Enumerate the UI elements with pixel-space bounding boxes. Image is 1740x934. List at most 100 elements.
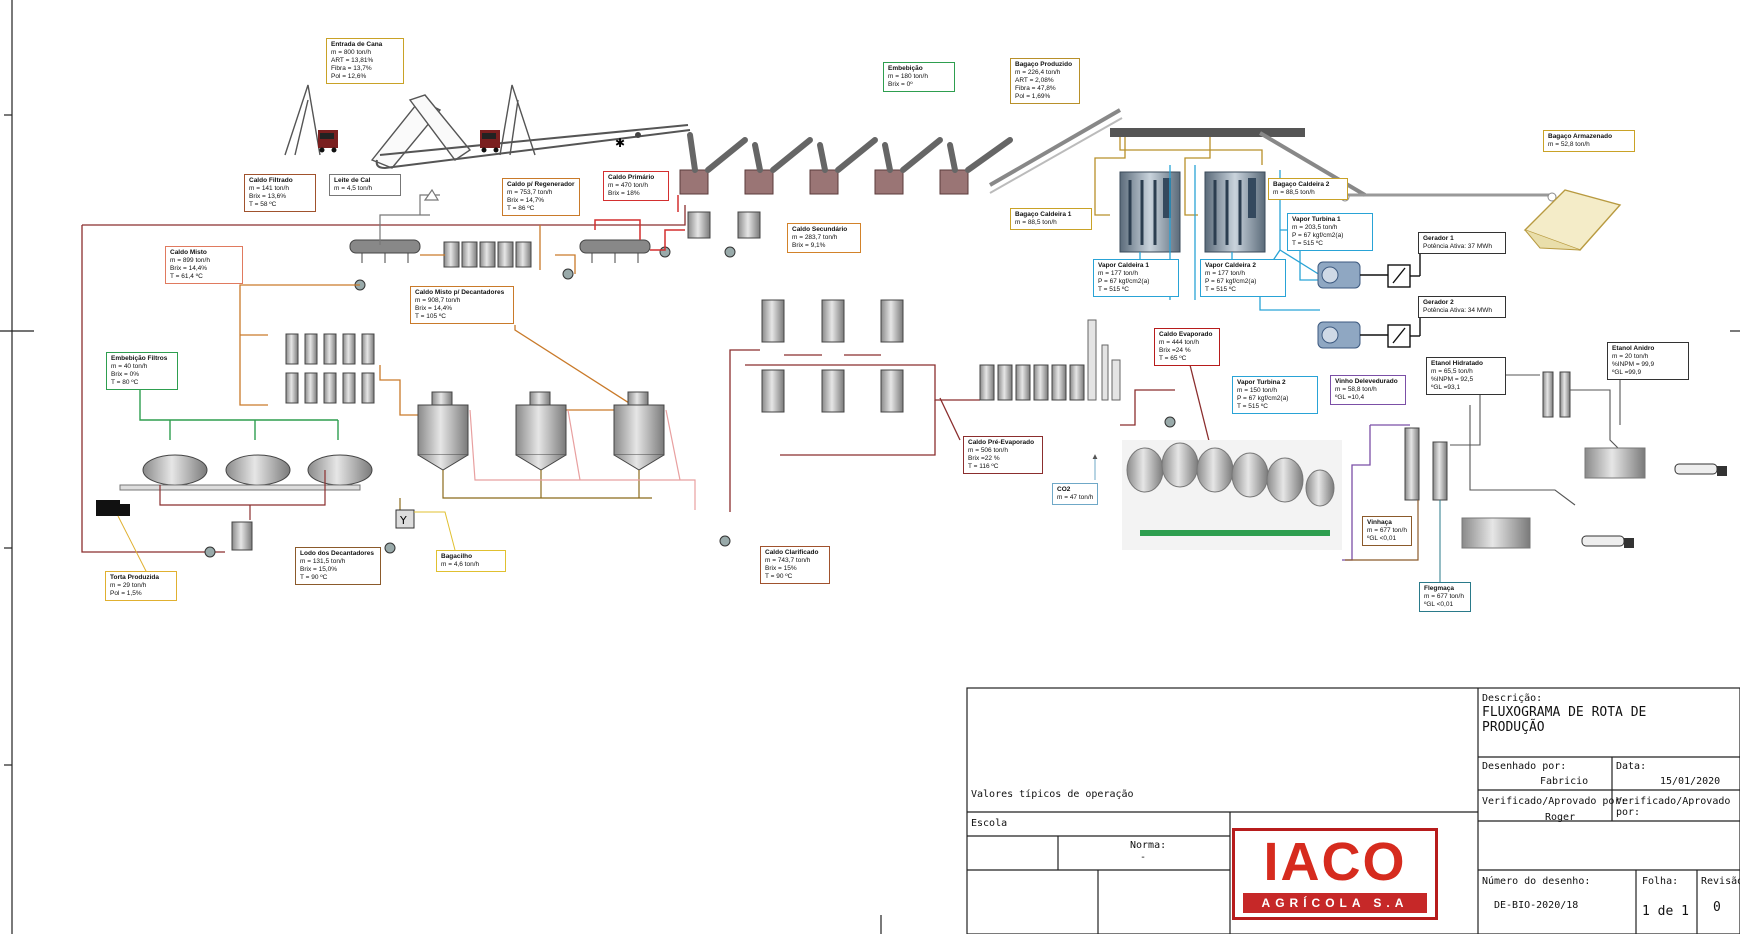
data-label: Data: bbox=[1616, 761, 1646, 772]
data-value: 15/01/2020 bbox=[1660, 776, 1720, 787]
pre-evaporator-tanks bbox=[980, 365, 1084, 400]
evaporated-juice-line bbox=[1120, 365, 1210, 445]
distillation-tower bbox=[1088, 320, 1120, 400]
stream-label-line: m = 677 ton/h bbox=[1424, 593, 1466, 601]
stream-label-title: Lodo dos Decantadores bbox=[300, 550, 376, 558]
stream-label-title: Bagaço Armazenado bbox=[1548, 133, 1630, 141]
stream-label-title: Etanol Anidro bbox=[1612, 345, 1684, 353]
stream-label-title: Vapor Caldeira 2 bbox=[1205, 262, 1281, 270]
stream-label-line: T = 61,4 ºC bbox=[170, 273, 238, 281]
stream-label-line: ºGL <0,01 bbox=[1424, 601, 1466, 609]
stream-label-line: m = 88,5 ton/h bbox=[1273, 189, 1343, 197]
truck-icon bbox=[96, 500, 130, 516]
stream-label-line: m = 677 ton/h bbox=[1367, 527, 1407, 535]
stream-label-line: P = 67 kgf/cm2(a) bbox=[1205, 278, 1281, 286]
revisao-label: Revisão bbox=[1701, 876, 1740, 887]
stream-label-embebicao-filtros: Embebição Filtrosm = 40 ton/hBrix = 0%T … bbox=[106, 352, 178, 390]
stream-label-title: Bagaço Caldeira 1 bbox=[1015, 211, 1087, 219]
stream-label-line: m = 141 ton/h bbox=[249, 185, 311, 193]
boiler-2 bbox=[1205, 172, 1265, 252]
stream-label-title: Caldo Misto bbox=[170, 249, 238, 257]
evaporator bbox=[762, 300, 903, 412]
verificado-label-1: Verificado/Aprovado por: bbox=[1482, 796, 1627, 807]
stream-label-line: m = 4,5 ton/h bbox=[334, 185, 396, 193]
stream-label-gerador-1: Gerador 1Potência Ativa: 37 MWh bbox=[1418, 232, 1506, 254]
stream-label-title: Torta Produzida bbox=[110, 574, 172, 582]
stream-label-line: Brix = 18% bbox=[608, 190, 664, 198]
fermentation-tanks bbox=[1122, 440, 1342, 550]
stream-label-title: Bagaço Produzido bbox=[1015, 61, 1075, 69]
desenhado-value: Fabricio bbox=[1540, 776, 1588, 787]
truck-icon bbox=[318, 130, 338, 153]
escola-label: Escola bbox=[971, 818, 1007, 829]
stream-label-title: Embebição Filtros bbox=[111, 355, 173, 363]
stream-label-line: m = 203,5 ton/h bbox=[1292, 224, 1368, 232]
stream-label-line: m = 226,4 ton/h bbox=[1015, 69, 1075, 77]
stream-label-line: m = 177 ton/h bbox=[1205, 270, 1281, 278]
stream-label-title: Gerador 2 bbox=[1423, 299, 1501, 307]
stream-label-line: m = 908,7 ton/h bbox=[415, 297, 509, 305]
stream-label-line: m = 180 ton/h bbox=[888, 73, 950, 81]
stream-label-line: Fibra = 13,7% bbox=[331, 65, 399, 73]
stream-label-line: ART = 13,81% bbox=[331, 57, 399, 65]
stream-label-vinhaca: Vinhaçam = 677 ton/hºGL <0,01 bbox=[1362, 516, 1412, 546]
stream-label-line: m = 20 ton/h bbox=[1612, 353, 1684, 361]
descricao-value-2: PRODUÇÃO bbox=[1482, 720, 1545, 735]
stream-label-line: Pol = 1,5% bbox=[110, 590, 172, 598]
stream-label-line: m = 743,7 ton/h bbox=[765, 557, 825, 565]
stream-label-caldo-evaporado: Caldo Evaporadom = 444 ton/hBrix =24 %T … bbox=[1154, 328, 1220, 366]
turbine-1 bbox=[1318, 262, 1360, 288]
stream-label-title: Vapor Turbina 1 bbox=[1292, 216, 1368, 224]
heater-bank bbox=[444, 242, 531, 267]
stream-label-line: T = 515 ºC bbox=[1292, 240, 1368, 248]
stream-label-title: Etanol Hidratado bbox=[1431, 360, 1501, 368]
notes-text: Valores típicos de operação bbox=[971, 789, 1134, 800]
stream-label-etanol-anidro: Etanol Anidrom = 20 ton/h%INPM = 99,9ºGL… bbox=[1607, 342, 1689, 380]
heater-bank-2 bbox=[286, 334, 374, 403]
stream-label-line: m = 52,8 ton/h bbox=[1548, 141, 1630, 149]
folha-value: 1 de 1 bbox=[1642, 904, 1689, 919]
stream-label-bagacilho: Bagacilhom = 4,6 ton/h bbox=[436, 550, 506, 572]
stream-label-title: Caldo Filtrado bbox=[249, 177, 311, 185]
stream-label-line: Brix =22 % bbox=[968, 455, 1038, 463]
generator-symbol bbox=[1360, 245, 1420, 347]
stream-label-line: Brix = 13,6% bbox=[249, 193, 311, 201]
stream-label-line: T = 65 ºC bbox=[1159, 355, 1215, 363]
stream-label-vapor-caldeira-2: Vapor Caldeira 2m = 177 ton/hP = 67 kgf/… bbox=[1200, 259, 1286, 297]
stream-label-line: T = 90 ºC bbox=[300, 574, 376, 582]
norma-value: - bbox=[1140, 852, 1146, 863]
stream-label-line: T = 515 ºC bbox=[1098, 286, 1174, 294]
stream-label-line: m = 444 ton/h bbox=[1159, 339, 1215, 347]
norma-label: Norma: bbox=[1130, 840, 1166, 851]
stream-label-line: T = 515 ºC bbox=[1237, 403, 1313, 411]
stream-label-torta-produzida: Torta Produzidam = 29 ton/hPol = 1,5% bbox=[105, 571, 177, 601]
stream-label-line: T = 515 ºC bbox=[1205, 286, 1281, 294]
truck-icon bbox=[480, 130, 500, 153]
ethanol-storage-tank bbox=[1462, 448, 1645, 548]
stream-label-line: ºGL <0,01 bbox=[1367, 535, 1407, 543]
rotary-filter bbox=[120, 455, 372, 490]
stream-label-line: T = 116 ºC bbox=[968, 463, 1038, 471]
svg-text:Y: Y bbox=[399, 514, 407, 527]
boiler-1 bbox=[1120, 172, 1180, 252]
decanter bbox=[418, 392, 664, 470]
stream-label-title: Vinhaça bbox=[1367, 519, 1407, 527]
stream-label-title: Bagacilho bbox=[441, 553, 501, 561]
stream-label-line: Brix = 14,7% bbox=[507, 197, 575, 205]
stream-label-title: Caldo Primário bbox=[608, 174, 664, 182]
stream-label-title: Flegmaça bbox=[1424, 585, 1466, 593]
stream-label-line: P = 67 kgf/cm2(a) bbox=[1292, 232, 1368, 240]
stream-label-line: m = 506 ton/h bbox=[968, 447, 1038, 455]
stream-label-line: m = 150 ton/h bbox=[1237, 387, 1313, 395]
stream-label-line: m = 65,5 ton/h bbox=[1431, 368, 1501, 376]
cane-reception bbox=[285, 85, 690, 168]
shredder-icon bbox=[635, 132, 641, 138]
stream-label-line: P = 67 kgf/cm2(a) bbox=[1237, 395, 1313, 403]
stream-label-line: m = 470 ton/h bbox=[608, 182, 664, 190]
stream-label-caldo-misto-decantadores: Caldo Misto p/ Decantadoresm = 908,7 ton… bbox=[410, 286, 514, 324]
